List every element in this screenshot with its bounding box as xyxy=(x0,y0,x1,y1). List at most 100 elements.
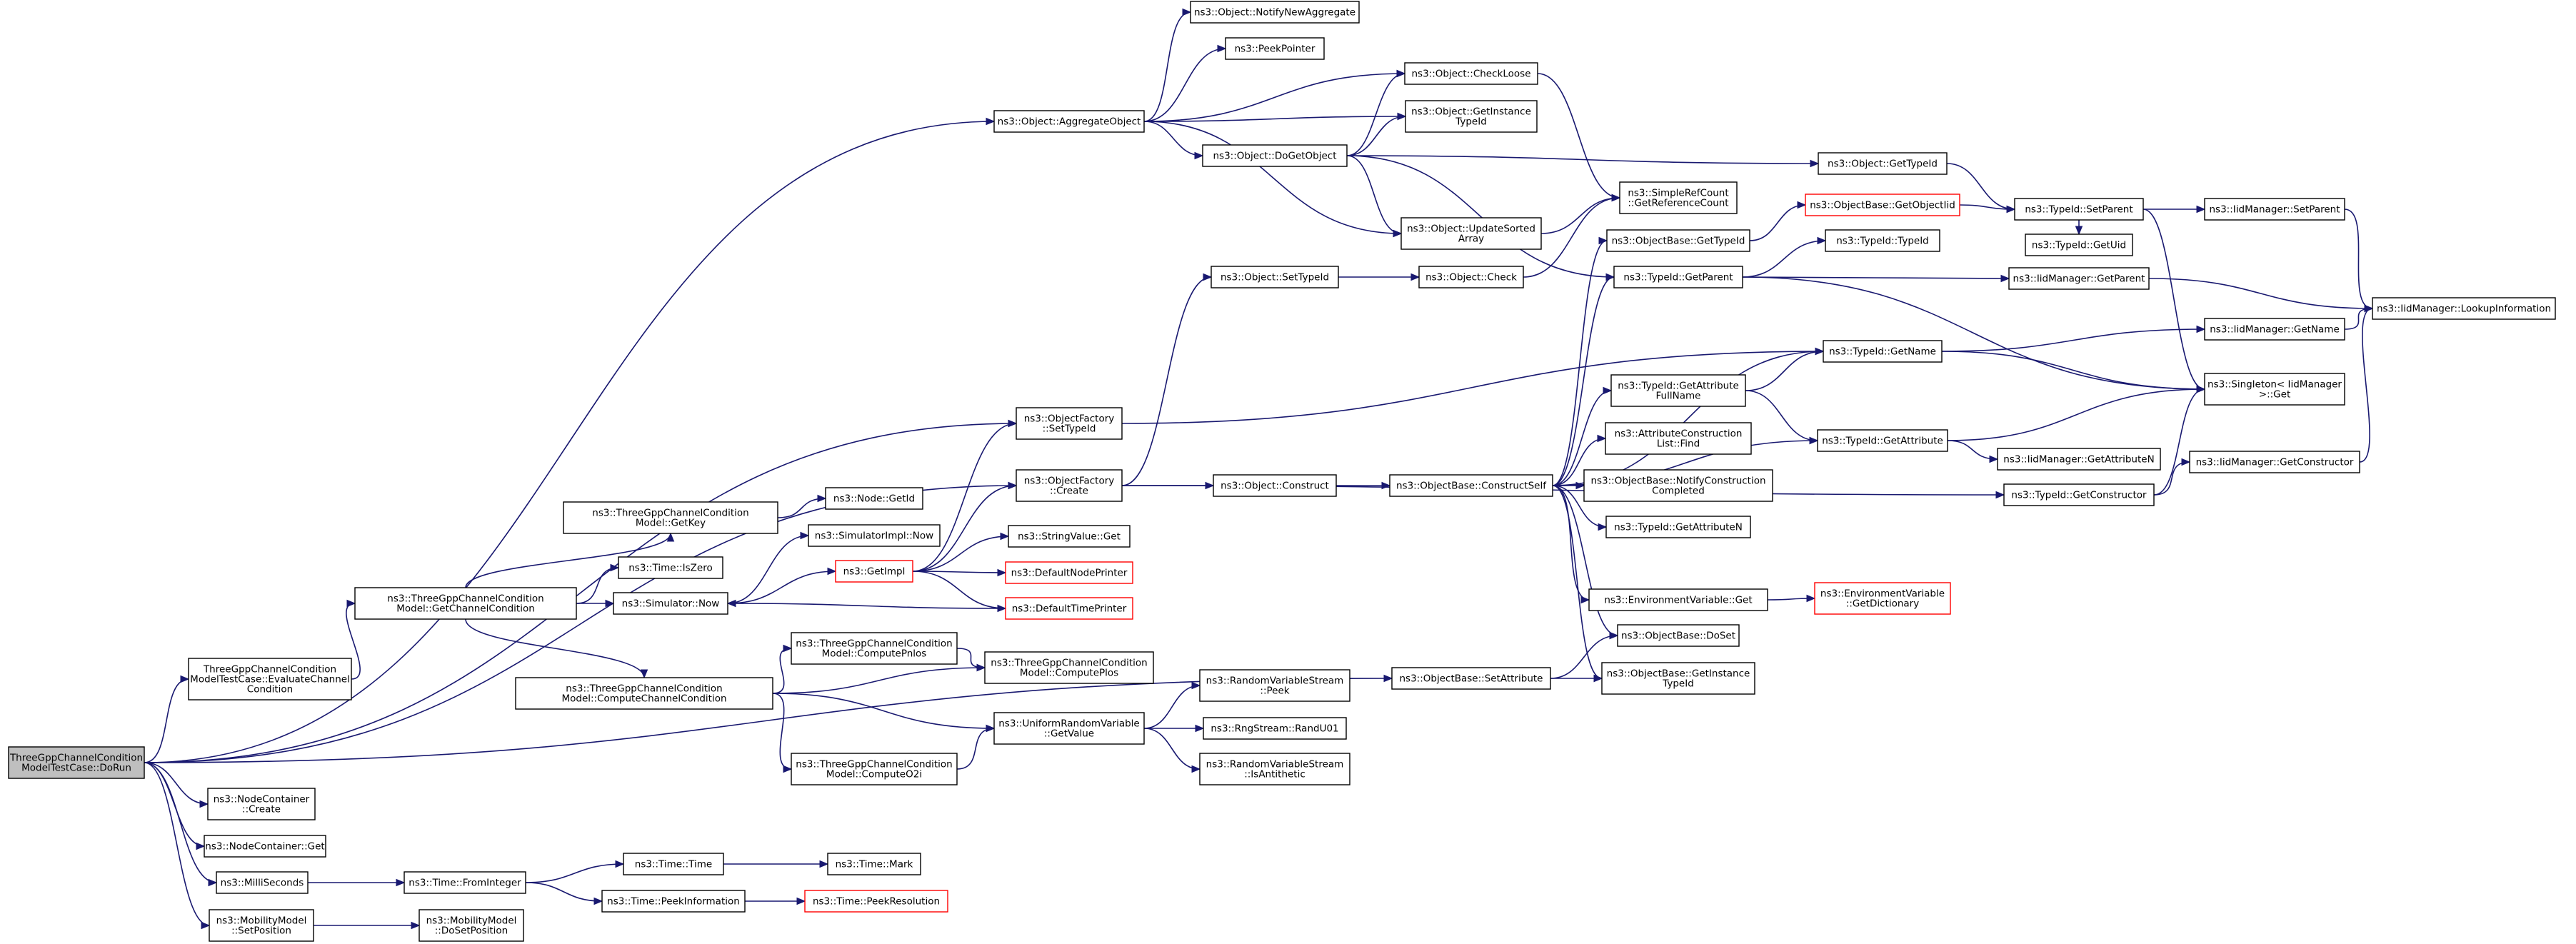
graph-node-obj-settypeid[interactable]: ns3::Object::SetTypeId xyxy=(1211,266,1339,288)
graph-node-tid-getuid[interactable]: ns3::TypeId::GetUid xyxy=(2025,234,2133,256)
node-box xyxy=(8,746,145,779)
graph-node-ob-notifycc[interactable]: ns3::ObjectBase::NotifyConstructionCompl… xyxy=(1583,469,1773,502)
graph-node-time-peekinfo[interactable]: ns3::Time::PeekInformation xyxy=(601,890,746,913)
graph-node-simimpl-now[interactable]: ns3::SimulatorImpl::Now xyxy=(808,524,941,547)
graph-node-ob-gettypeid[interactable]: ns3::ObjectBase::GetTypeId xyxy=(1606,229,1750,252)
graph-node-ob-setattr[interactable]: ns3::ObjectBase::SetAttribute xyxy=(1391,667,1551,690)
graph-node-obj-construct[interactable]: ns3::Object::Construct xyxy=(1213,474,1337,497)
graph-node-milli[interactable]: ns3::MilliSeconds xyxy=(216,871,309,894)
node-box xyxy=(1613,266,1743,288)
graph-node-of-settypeid[interactable]: ns3::ObjectFactory::SetTypeId xyxy=(1016,407,1123,440)
call-edge xyxy=(465,533,671,588)
node-box xyxy=(804,890,948,913)
graph-node-envvar-getdict[interactable]: ns3::EnvironmentVariable::GetDictionary xyxy=(1814,582,1951,615)
graph-node-sim-now[interactable]: ns3::Simulator::Now xyxy=(613,592,728,615)
graph-node-iid-getconstructor[interactable]: ns3::IidManager::GetConstructor xyxy=(2189,451,2360,473)
graph-node-tid-getparent[interactable]: ns3::TypeId::GetParent xyxy=(1613,266,1743,288)
graph-node-time-mark[interactable]: ns3::Time::Mark xyxy=(827,853,921,875)
call-edge xyxy=(2344,209,2373,309)
node-label-line: ::Peek xyxy=(1260,686,1289,697)
graph-node-obj-dogetobject[interactable]: ns3::Object::DoGetObject xyxy=(1202,144,1348,167)
graph-node-tid-getconstructor[interactable]: ns3::TypeId::GetConstructor xyxy=(2003,483,2155,506)
node-label-line: ns3::ObjectBase::SetAttribute xyxy=(1400,673,1543,685)
graph-node-singleton-get[interactable]: ns3::Singleton< IidManager >::Get xyxy=(2204,373,2345,406)
node-label-line: ns3::IidManager::LookupInformation xyxy=(2377,303,2551,315)
node-box xyxy=(2008,267,2150,290)
graph-node-obj-aggregate[interactable]: ns3::Object::AggregateObject xyxy=(993,110,1145,133)
graph-node-iid-getparent[interactable]: ns3::IidManager::GetParent xyxy=(2008,267,2150,290)
node-label-line: ns3::RngStream::RandU01 xyxy=(1211,723,1338,735)
graph-node-compplos[interactable]: ns3::ThreeGppChannelConditionModel::Comp… xyxy=(984,651,1154,684)
graph-node-compo2i[interactable]: ns3::ThreeGppChannelConditionModel::Comp… xyxy=(791,753,958,785)
graph-node-root[interactable]: ThreeGppChannelConditionModelTestCase::D… xyxy=(8,746,145,779)
graph-node-stringvalue-get[interactable]: ns3::StringValue::Get xyxy=(1008,525,1131,548)
graph-node-tid-getattrn[interactable]: ns3::TypeId::GetAttributeN xyxy=(1605,516,1751,538)
graph-node-ob-doset[interactable]: ns3::ObjectBase::DoSet xyxy=(1617,624,1740,647)
arrowhead xyxy=(1611,194,1621,202)
node-label-line: ns3::ThreeGppChannelCondition xyxy=(387,593,543,605)
call-edge xyxy=(1742,240,1826,278)
graph-node-time-fromint[interactable]: ns3::Time::FromInteger xyxy=(404,871,526,894)
graph-node-compchancond[interactable]: ns3::ThreeGppChannelConditionModel::Comp… xyxy=(515,677,773,710)
arrowhead xyxy=(2196,385,2206,393)
graph-node-rng-randu01[interactable]: ns3::RngStream::RandU01 xyxy=(1203,717,1347,740)
graph-node-rvs-peek[interactable]: ns3::RandomVariableStream::Peek xyxy=(1199,669,1350,702)
node-label-line: Completed xyxy=(1652,486,1705,497)
graph-node-getimpl[interactable]: ns3::GetImpl xyxy=(835,560,913,583)
arrowhead xyxy=(1597,434,1607,443)
graph-node-node-getid[interactable]: ns3::Node::GetId xyxy=(825,487,923,510)
graph-node-peekpointer[interactable]: ns3::PeekPointer xyxy=(1225,37,1325,60)
node-label-line: ns3::ObjectFactory xyxy=(1024,476,1115,487)
graph-node-defnodeprinter[interactable]: ns3::DefaultNodePrinter xyxy=(1005,561,1133,584)
graph-node-time-peekres[interactable]: ns3::Time::PeekResolution xyxy=(804,890,948,913)
graph-node-nc-create[interactable]: ns3::NodeContainer::Create xyxy=(207,788,316,820)
graph-node-mm-dosetpos[interactable]: ns3::MobilityModel::DoSetPosition xyxy=(419,909,524,942)
graph-node-of-create[interactable]: ns3::ObjectFactory::Create xyxy=(1016,469,1123,502)
graph-node-comppnlos[interactable]: ns3::ThreeGppChannelConditionModel::Comp… xyxy=(791,632,958,665)
graph-node-getchancond[interactable]: ns3::ThreeGppChannelConditionModel::GetC… xyxy=(354,587,577,620)
node-label-line: ns3::Object::NotifyNewAggregate xyxy=(1194,7,1355,19)
arrowhead xyxy=(1605,273,1615,281)
graph-node-eval[interactable]: ThreeGppChannelConditionModelTestCase::E… xyxy=(188,658,352,701)
graph-node-tid-setparent[interactable]: ns3::TypeId::SetParent xyxy=(2014,198,2144,221)
graph-node-iid-getname[interactable]: ns3::IidManager::GetName xyxy=(2204,318,2345,341)
graph-node-tid-getname[interactable]: ns3::TypeId::GetName xyxy=(1823,340,1943,363)
graph-node-obj-checkloose[interactable]: ns3::Object::CheckLoose xyxy=(1404,62,1538,85)
graph-node-srefcount[interactable]: ns3::SimpleRefCount::GetReferenceCount xyxy=(1619,181,1738,214)
graph-node-obj-gettypeid[interactable]: ns3::Object::GetTypeId xyxy=(1818,152,1948,175)
graph-node-tid-typeid[interactable]: ns3::TypeId::TypeId xyxy=(1825,229,1940,252)
graph-node-iid-lookup[interactable]: ns3::IidManager::LookupInformation xyxy=(2372,297,2556,320)
graph-node-rvs-isanti[interactable]: ns3::RandomVariableStream::IsAntithetic xyxy=(1199,753,1350,785)
arrowhead xyxy=(976,663,986,672)
call-edge xyxy=(1143,116,1406,122)
graph-node-getkey[interactable]: ns3::ThreeGppChannelConditionModel::GetK… xyxy=(563,501,778,534)
node-label-line: ModelTestCase::EvaluateChannel xyxy=(190,674,350,686)
graph-node-ob-constructself[interactable]: ns3::ObjectBase::ConstructSelf xyxy=(1389,474,1553,497)
node-box xyxy=(1016,407,1123,440)
node-box xyxy=(791,632,958,665)
graph-node-deftimeprinter[interactable]: ns3::DefaultTimePrinter xyxy=(1005,597,1133,620)
call-edge xyxy=(576,567,619,604)
graph-node-time-time[interactable]: ns3::Time::Time xyxy=(623,853,724,875)
arrowhead xyxy=(2075,226,2083,236)
call-edge xyxy=(1749,204,1806,241)
graph-node-mm-setpos[interactable]: ns3::MobilityModel::SetPosition xyxy=(209,909,314,942)
graph-node-ob-getobjectiid[interactable]: ns3::ObjectBase::GetObjectIid xyxy=(1805,194,1960,216)
graph-node-envvar-get[interactable]: ns3::EnvironmentVariable::Get xyxy=(1588,588,1768,611)
graph-node-nc-get[interactable]: ns3::NodeContainer::Get xyxy=(204,835,326,858)
graph-node-obj-check[interactable]: ns3::Object::Check xyxy=(1418,266,1524,288)
graph-node-tid-getattr[interactable]: ns3::TypeId::GetAttribute xyxy=(1817,429,1948,452)
arrowhead xyxy=(1580,596,1590,604)
graph-node-iid-setparent[interactable]: ns3::IidManager::SetParent xyxy=(2204,198,2345,221)
call-edge xyxy=(144,423,1017,763)
graph-node-iid-getattrn[interactable]: ns3::IidManager::GetAttributeN xyxy=(1997,448,2161,471)
node-box xyxy=(1190,1,1360,24)
graph-node-time-iszero[interactable]: ns3::Time::IsZero xyxy=(618,556,723,579)
graph-node-urv-getvalue[interactable]: ns3::UniformRandomVariable::GetValue xyxy=(993,712,1145,745)
graph-node-obj-notifynewagg[interactable]: ns3::Object::NotifyNewAggregate xyxy=(1190,1,1360,24)
